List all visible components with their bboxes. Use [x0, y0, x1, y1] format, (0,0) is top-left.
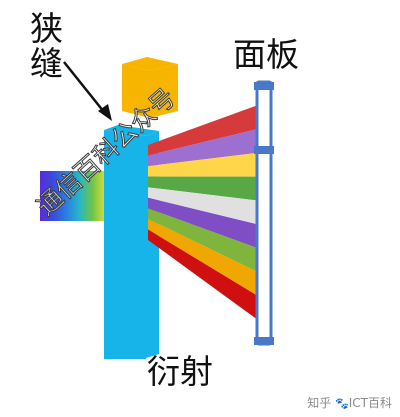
diffraction-band	[148, 187, 258, 225]
slit-label: 狭缝	[30, 9, 63, 83]
incoming-light-beam	[40, 171, 105, 221]
panel-frame	[255, 80, 273, 346]
diffraction-band	[148, 105, 258, 156]
panel-tab-top	[254, 82, 274, 90]
diffraction-band	[148, 176, 258, 201]
diffraction-bands	[148, 105, 258, 320]
diffraction-label: 衍射	[147, 352, 213, 391]
paw-icon: 🐾	[335, 397, 349, 410]
blue-block-foot	[104, 355, 146, 359]
zhihu-text: 知乎	[307, 396, 332, 410]
panel	[254, 80, 274, 346]
diffraction-band	[148, 128, 258, 167]
slit-pointer-arrow	[63, 61, 112, 121]
diffraction-band	[148, 197, 258, 249]
panel-tab-bottom	[254, 337, 274, 345]
footer-source: 知乎 🐾ICT百科	[307, 394, 392, 411]
diffraction-band	[148, 229, 258, 320]
panel-label: 面板	[233, 35, 299, 74]
diffraction-band	[148, 218, 258, 297]
author-text: ICT百科	[348, 396, 392, 410]
diffraction-band	[148, 208, 258, 273]
panel-tab-mid	[254, 146, 274, 154]
diffraction-band	[148, 152, 258, 177]
slit-block	[122, 57, 178, 118]
